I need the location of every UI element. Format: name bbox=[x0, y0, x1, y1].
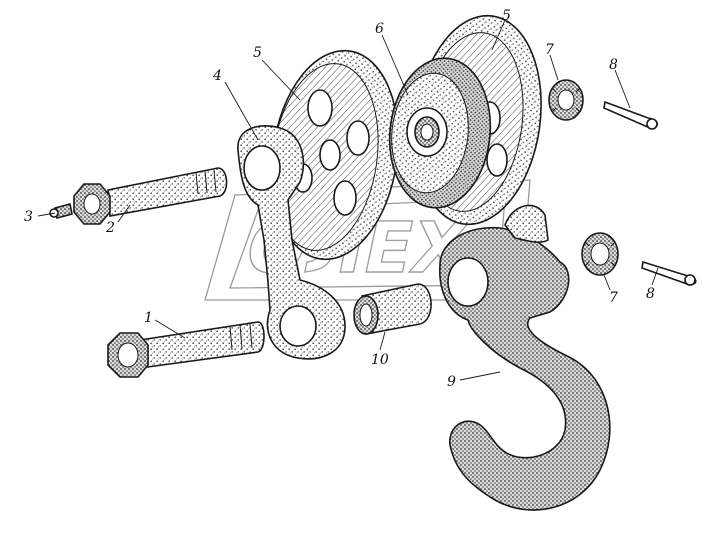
callout-8-lower: 8 bbox=[646, 286, 655, 302]
cotter-pin-lower bbox=[641, 260, 697, 286]
callout-4: 4 bbox=[212, 68, 222, 84]
callout-8-upper: 8 bbox=[609, 57, 618, 73]
callout-6: 6 bbox=[375, 21, 384, 37]
pin-lower bbox=[107, 321, 265, 378]
callout-9: 9 bbox=[447, 374, 456, 390]
callout-7-lower: 7 bbox=[609, 290, 618, 306]
grease-fitting bbox=[49, 203, 73, 219]
callout-5-left: 5 bbox=[253, 45, 262, 61]
callout-leaders bbox=[37, 19, 659, 381]
cotter-pin-upper bbox=[603, 100, 659, 130]
castle-nut-upper bbox=[548, 79, 584, 121]
callout-labels: 1 2 3 4 5 5 6 7 7 8 8 9 10 bbox=[24, 8, 655, 390]
callout-7-upper: 7 bbox=[545, 42, 554, 58]
bushing bbox=[353, 283, 432, 335]
callout-3: 3 bbox=[24, 209, 33, 225]
pin-upper bbox=[73, 167, 228, 225]
link-arm bbox=[237, 125, 346, 360]
sheave-left bbox=[271, 49, 399, 261]
callout-1: 1 bbox=[144, 310, 153, 326]
callout-5-right: 5 bbox=[502, 8, 511, 24]
callout-10: 10 bbox=[371, 352, 389, 368]
callout-2: 2 bbox=[105, 220, 115, 236]
lifting-hook bbox=[439, 204, 611, 511]
castle-nut-lower bbox=[581, 232, 619, 276]
grooved-pulley bbox=[388, 57, 492, 209]
